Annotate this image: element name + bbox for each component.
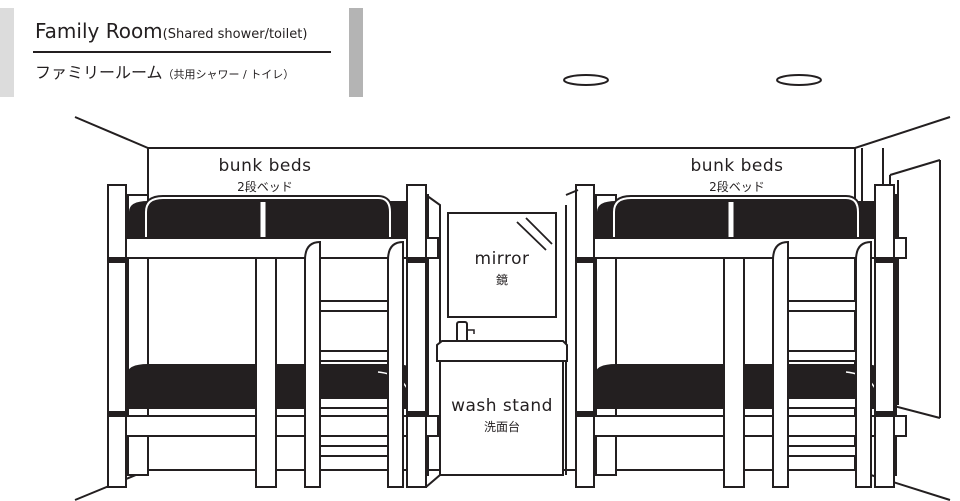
wash-stand-label: wash stand 洗面台: [451, 396, 553, 435]
right-bed-label: bunk beds 2段ベッド: [691, 156, 784, 195]
bunk-bed-right: [576, 185, 906, 487]
left-bed-label: bunk beds 2段ベッド: [219, 156, 312, 195]
subtitle-jp: （共用シャワー / トイレ）: [162, 68, 295, 81]
right-bed-label-en: bunk beds: [690, 156, 784, 176]
header-bar-right: [349, 8, 363, 97]
ceiling-light: [776, 74, 822, 86]
wash-stand-label-jp: 洗面台: [483, 420, 520, 434]
left-bed-label-jp: 2段ベッド: [237, 180, 293, 194]
mirror-label-en: mirror: [474, 249, 530, 269]
mirror-label: mirror 鏡: [475, 249, 530, 288]
subtitle-en: (Shared shower/toilet): [162, 27, 308, 42]
right-bed-label-jp: 2段ベッド: [709, 180, 765, 194]
bunk-bed-left: [108, 185, 438, 487]
wash-stand-label-en: wash stand: [451, 396, 553, 416]
header-bar-left: [0, 8, 14, 97]
room-title-jp: ファミリールーム（共用シャワー / トイレ）: [35, 59, 294, 83]
faucet: [456, 321, 468, 343]
mirror-label-jp: 鏡: [495, 273, 509, 287]
left-bed-label-en: bunk beds: [218, 156, 312, 176]
title-en: Family Room: [35, 19, 163, 43]
wash-stand-cabinet: [439, 360, 564, 476]
title-divider: [33, 51, 331, 53]
room-title-en: Family Room(Shared shower/toilet): [35, 19, 307, 43]
ceiling-light: [563, 74, 609, 86]
title-jp: ファミリールーム: [35, 63, 163, 82]
window: [889, 159, 941, 419]
